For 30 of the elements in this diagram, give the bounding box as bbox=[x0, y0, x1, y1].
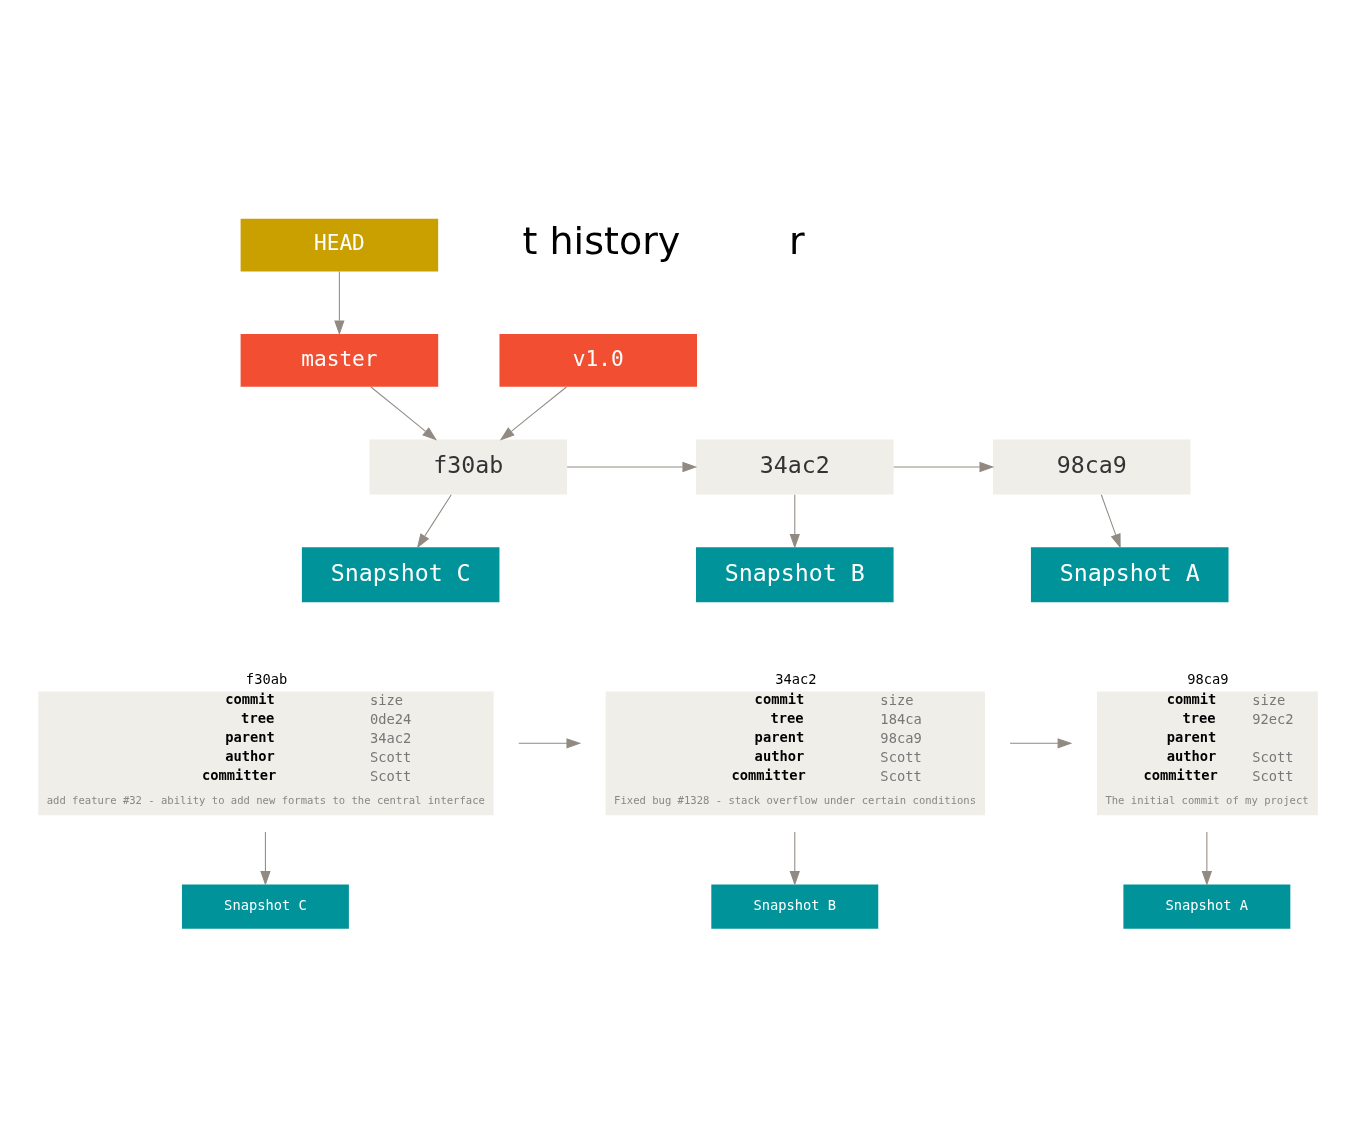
node-box: 34ac2 bbox=[696, 439, 894, 495]
node-box: Snapshot A bbox=[1123, 884, 1291, 929]
arrow bbox=[789, 494, 800, 549]
node-label: f30ab bbox=[245, 670, 288, 687]
node-box: Snapshot B bbox=[696, 547, 894, 603]
label: t history bbox=[522, 219, 681, 264]
node-box: HEAD bbox=[240, 218, 439, 272]
arrow bbox=[1201, 831, 1213, 886]
node-label: 34ac2 bbox=[775, 670, 817, 687]
arrow bbox=[789, 831, 800, 886]
arrow bbox=[893, 461, 995, 473]
arrow bbox=[1100, 494, 1121, 549]
node-box: Snapshot A bbox=[1030, 547, 1229, 603]
arrow bbox=[334, 271, 345, 336]
label: r bbox=[789, 219, 805, 264]
node-box: v1.0 bbox=[499, 333, 698, 387]
arrow bbox=[370, 386, 437, 441]
arrow bbox=[260, 831, 271, 886]
arrow bbox=[1009, 738, 1073, 749]
arrow bbox=[416, 494, 452, 549]
node-box: 98ca9 bbox=[992, 439, 1191, 495]
arrow bbox=[518, 738, 582, 749]
arrow bbox=[566, 461, 698, 473]
node-box: Snapshot C bbox=[181, 884, 349, 929]
node-box: f30ab bbox=[369, 439, 568, 495]
arrow bbox=[499, 386, 567, 441]
node-box: Snapshot B bbox=[711, 884, 879, 929]
node-label: 98ca9 bbox=[1187, 670, 1229, 687]
node-box: master bbox=[240, 333, 439, 387]
node-box: Snapshot C bbox=[301, 547, 500, 603]
